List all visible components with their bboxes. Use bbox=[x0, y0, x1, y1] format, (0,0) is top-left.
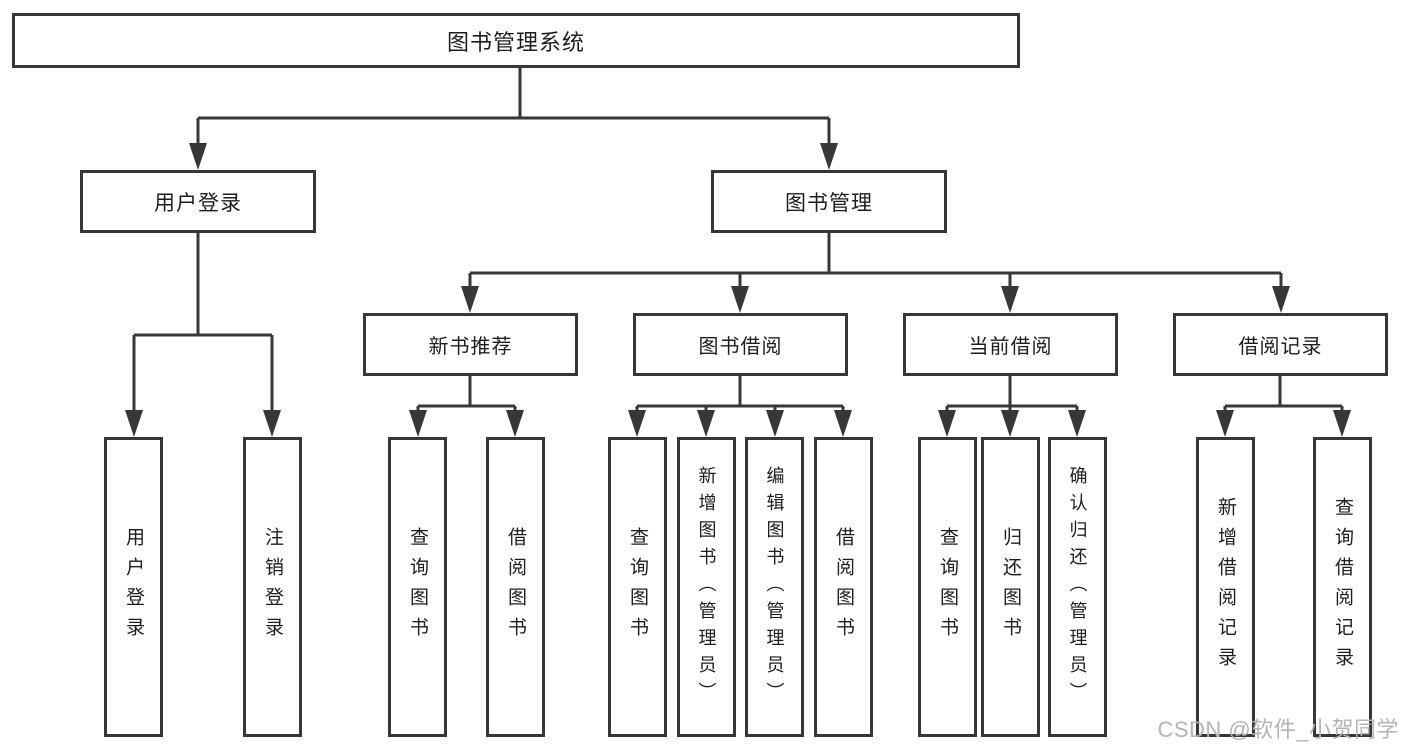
node-user-login: 用户登录 bbox=[80, 170, 316, 233]
leaf-query-books-current: 查询图书 bbox=[918, 437, 977, 737]
node-borrow-records: 借阅记录 bbox=[1173, 313, 1388, 376]
leaf-label: 查询图书 bbox=[937, 527, 958, 647]
leaf-edit-books-admin: 编辑图书（管理员） bbox=[745, 437, 804, 737]
leaf-add-borrow-record: 新增借阅记录 bbox=[1196, 437, 1255, 737]
leaf-query-books-borrow: 查询图书 bbox=[608, 437, 667, 737]
leaf-return-books: 归还图书 bbox=[981, 437, 1040, 737]
leaf-label: 新增图书（管理员） bbox=[696, 465, 717, 709]
leaf-logout: 注销登录 bbox=[243, 437, 302, 737]
leaf-label: 借阅图书 bbox=[505, 527, 526, 647]
leaf-add-books-admin: 新增图书（管理员） bbox=[677, 437, 736, 737]
leaf-label: 归还图书 bbox=[1000, 527, 1021, 647]
node-new-book-recommend: 新书推荐 bbox=[363, 313, 578, 376]
node-book-management: 图书管理 bbox=[711, 170, 947, 233]
leaf-label: 查询图书 bbox=[627, 527, 648, 647]
leaf-borrow-books: 借阅图书 bbox=[814, 437, 873, 737]
csdn-watermark: CSDN @软件_小贺同学 bbox=[1157, 717, 1399, 742]
leaf-label: 查询图书 bbox=[407, 527, 428, 647]
leaf-borrow-books-recommend: 借阅图书 bbox=[486, 437, 545, 737]
leaf-label: 用户登录 bbox=[123, 527, 144, 647]
leaf-label: 注销登录 bbox=[262, 527, 283, 647]
leaf-label: 新增借阅记录 bbox=[1215, 497, 1236, 677]
leaf-label: 查询借阅记录 bbox=[1332, 497, 1353, 677]
leaf-query-books-recommend: 查询图书 bbox=[388, 437, 447, 737]
leaf-user-login: 用户登录 bbox=[104, 437, 163, 737]
leaf-label: 确认归还（管理员） bbox=[1067, 465, 1088, 709]
node-current-borrow: 当前借阅 bbox=[903, 313, 1118, 376]
leaf-label: 借阅图书 bbox=[833, 527, 854, 647]
leaf-confirm-return-admin: 确认归还（管理员） bbox=[1048, 437, 1107, 737]
leaf-label: 编辑图书（管理员） bbox=[764, 465, 785, 709]
node-root-system: 图书管理系统 bbox=[12, 13, 1020, 68]
leaf-query-borrow-record: 查询借阅记录 bbox=[1313, 437, 1372, 737]
node-book-borrow: 图书借阅 bbox=[633, 313, 848, 376]
